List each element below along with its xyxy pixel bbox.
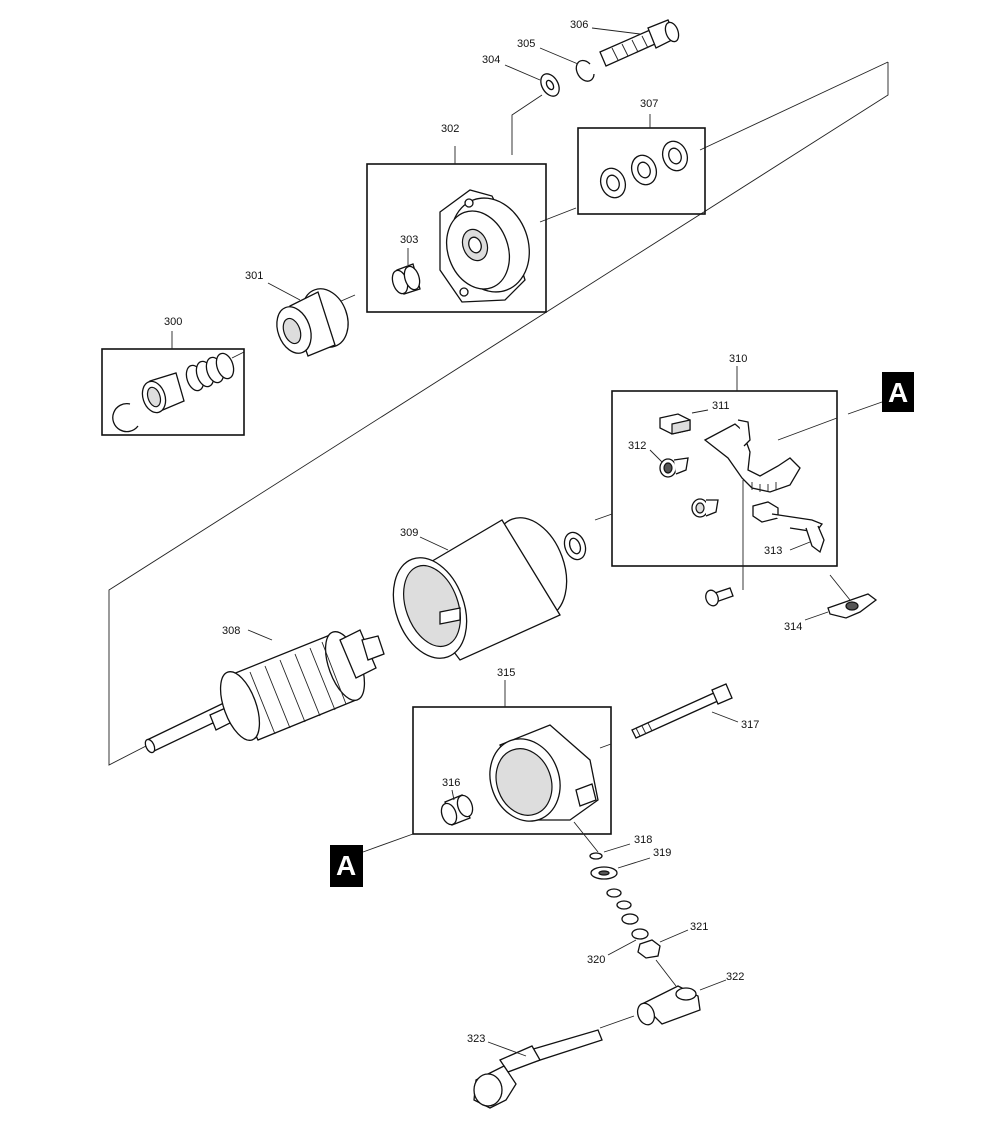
callout-label: 319	[653, 847, 671, 859]
yoke-309: 309	[392, 517, 568, 661]
bushing-316	[440, 794, 474, 826]
callout-label: 315	[497, 667, 515, 679]
armature-308: 308	[144, 625, 385, 754]
part-group-310: 310 311 312	[594, 353, 838, 567]
shim-washers	[599, 140, 689, 199]
part-group-307: 307	[577, 98, 706, 215]
callout-label: 313	[764, 545, 782, 557]
bolt-306: 306	[570, 19, 680, 67]
part-group-302: 303 302	[366, 123, 547, 313]
washers-stack	[606, 888, 639, 925]
brush-311	[659, 413, 691, 435]
nut-321: 321	[637, 921, 708, 959]
callout-label: 311	[712, 400, 730, 412]
callout-label: 317	[741, 719, 759, 731]
screw	[705, 480, 744, 607]
nut-320: 320	[587, 928, 649, 966]
marker-letter: A	[888, 377, 908, 408]
callout-label: 318	[634, 834, 652, 846]
snap-ring	[112, 402, 139, 433]
callout-label: 307	[640, 98, 658, 110]
part-group-315: 315 316	[412, 667, 612, 835]
assembly-outline	[108, 61, 889, 766]
brush-spring	[691, 498, 719, 518]
callout-label: 321	[690, 921, 708, 933]
marker-letter: A	[336, 850, 356, 881]
callout-label: 312	[628, 440, 646, 452]
end-frame	[489, 724, 599, 822]
callout-label: 300	[164, 316, 182, 328]
callout-label: 323	[467, 1033, 485, 1045]
callout-label: 303	[400, 234, 418, 246]
group-frame-302	[366, 163, 547, 313]
brush-spring-312	[659, 457, 689, 478]
spacer-ring	[563, 531, 587, 561]
o-ring-318: 318	[589, 834, 652, 860]
brush-313	[752, 501, 825, 554]
terminal-boot-322: 322	[636, 971, 744, 1026]
reference-marker-a-top: A	[882, 372, 914, 412]
callout-label: 306	[570, 19, 588, 31]
callout-label: 305	[517, 38, 535, 50]
callout-label: 316	[442, 777, 460, 789]
sleeve	[141, 372, 185, 414]
callout-label: 314	[784, 621, 802, 633]
through-bolt-317: 317	[631, 683, 759, 739]
callout-label: 310	[729, 353, 747, 365]
callout-label: 302	[441, 123, 459, 135]
group-frame-310	[611, 390, 838, 567]
group-frame-300	[101, 348, 245, 436]
terminal-314: 314	[784, 574, 878, 633]
callout-label: 308	[222, 625, 240, 637]
part-group-300: 300	[101, 316, 245, 436]
bushing-303	[391, 263, 421, 295]
lead-wire-323: 323	[467, 1029, 603, 1109]
group-frame-315	[412, 706, 612, 835]
callout-label: 320	[587, 954, 605, 966]
washer-319: 319	[590, 847, 671, 880]
lock-washer-305: 305	[517, 38, 595, 82]
pinion-gear-301: 301	[245, 270, 349, 357]
spring	[185, 352, 235, 392]
brush-holder	[703, 419, 801, 493]
washer-304: 304	[482, 54, 560, 97]
callout-label: 309	[400, 527, 418, 539]
reference-marker-a-bottom: A	[330, 845, 363, 887]
callout-label: 301	[245, 270, 263, 282]
callout-label: 322	[726, 971, 744, 983]
bracket-housing	[439, 189, 530, 303]
group-frame-307	[577, 127, 706, 215]
callout-label: 304	[482, 54, 500, 66]
